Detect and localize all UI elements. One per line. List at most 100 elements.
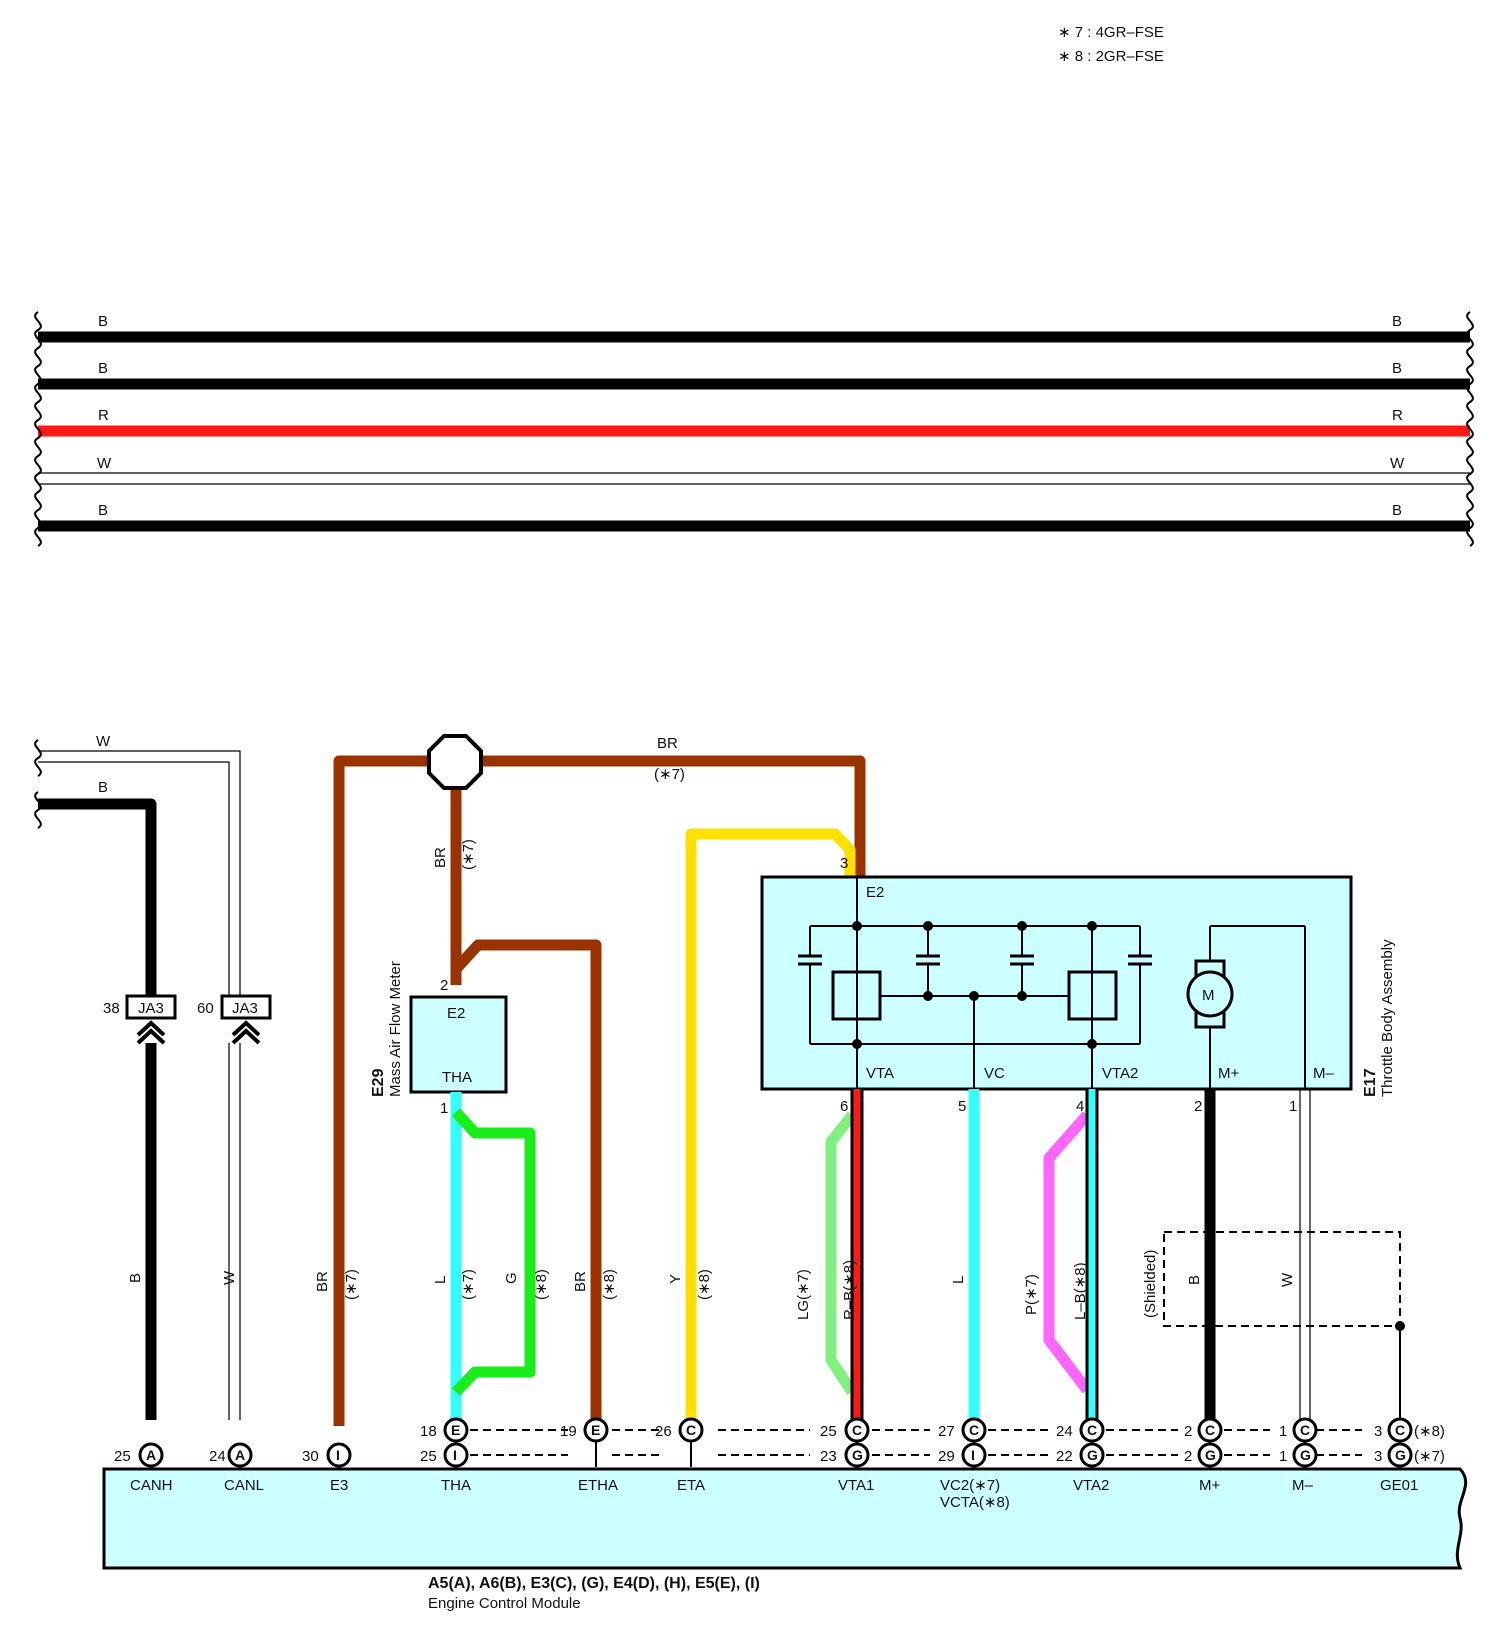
ecm-pin-mminus-bot-code: G [1300,1447,1311,1463]
canh-wire-label: B [127,1273,144,1283]
ecm-terminal-ge01: GE01 [1380,1477,1418,1494]
wire-vta2-p [1043,1111,1092,1394]
ecm-pin-vta1-bot-num: 23 [820,1448,837,1465]
ecm-pin-ge01-bot-note: (∗7) [1414,1448,1445,1465]
wire-w-top-inner [38,761,230,1010]
ja3-right-pin: 60 [197,1000,214,1017]
ja3-left-chevron [136,1020,166,1045]
ecm-pin-mplus-bot [1197,1442,1223,1468]
tb-terminal-vc: VC [984,1065,1005,1082]
ecm-name: Engine Control Module [428,1595,581,1612]
tb-name: Throttle Body Assembly [1379,939,1396,1097]
etha-wire-note: (∗8) [601,1269,618,1300]
ecm-terminal-tha: THA [441,1477,471,1494]
ecm-terminal-vcta: VCTA(∗8) [940,1494,1010,1511]
ecm-terminal-e3: E3 [330,1477,348,1494]
mminus-wire-label: W [1279,1272,1296,1287]
tb-id: E17 [1362,1068,1379,1097]
ecm-pin-vta2-bot-num: 22 [1056,1448,1073,1465]
ecm-pin-vta1-bot [844,1442,870,1468]
ecm-pin-mminus-top [1292,1417,1318,1443]
ecm-pin-etha [583,1417,609,1443]
tb-pin-2: 2 [1194,1098,1202,1115]
bus-label-left-3: R [98,407,109,424]
wire-vta-lg [825,1111,857,1396]
wire-b-top [38,798,157,1001]
ja3-right-connector [220,994,272,1020]
mass-air-flow-meter [409,995,508,1094]
ecm-connectors: A5(A), A6(B), E3(C), (G), E4(D), (H), E5… [428,1575,760,1592]
ecm-pin-vta2-bot-code: G [1087,1447,1098,1463]
ecm-pin-vc2-top [961,1417,987,1443]
ecm-pin-vta1-top [844,1417,870,1443]
bus-label-right-4: W [1390,455,1405,472]
ecm-pin-mplus-top [1197,1417,1223,1443]
tb-pin-3: 3 [840,855,848,872]
br-top-label: BR [657,735,678,752]
ecm-pin-etha-num: 19 [560,1423,577,1440]
bus-label-left-2: B [98,360,108,377]
ecm-pin-vta1-top-code: C [852,1422,862,1438]
ecm-terminal-vta1: VTA1 [838,1477,874,1494]
tb-terminal-mminus: M– [1313,1065,1334,1082]
ecm-pin-mminus-bot [1292,1442,1318,1468]
ecm-pin-eta [678,1417,704,1443]
bus-label-left-5: B [98,502,108,519]
tb-pin-1: 1 [1289,1098,1297,1115]
ecm-pin-ge01-top-num: 3 [1374,1423,1382,1440]
ecm-pin-e3 [326,1442,352,1468]
ecm-pin-vc2-top-code: C [969,1422,979,1438]
ecm-pin-ge01-bot-code: G [1395,1447,1406,1463]
maf-terminal-e2: E2 [447,1005,465,1022]
maf-terminal-tha: THA [442,1069,472,1086]
bus-break-right [1466,311,1474,547]
wire-eta-y [685,828,856,1420]
tb-terminal-mplus: M+ [1218,1065,1239,1082]
ecm-pin-canl [227,1442,253,1468]
ecm-pin-tha-top-num: 18 [420,1423,437,1440]
wire-w-break [34,739,42,777]
bus-label-left-1: B [98,313,108,330]
ecm-terminal-etha: ETHA [578,1477,618,1494]
ecm-pin-links [470,1429,1362,1456]
e3-wire-label: BR [314,1271,331,1292]
ecm-pin-tha-top [443,1417,469,1443]
ecm-pin-vc2-bot-code: I [971,1447,975,1463]
vta-rb-label: R–B(∗8) [841,1260,858,1320]
throttle-motor: M [1186,959,1234,1029]
ecm-pin-ge01-top-code: C [1395,1422,1405,1438]
ecm-pin-vta2-top-code: C [1087,1422,1097,1438]
maf-pin-2: 2 [440,977,448,994]
e3-wire-note: (∗7) [343,1269,360,1300]
br-top-note: (∗7) [654,766,685,783]
ecm-pin-canl-code: A [235,1447,245,1463]
ecm-pin-mplus-top-code: C [1205,1422,1215,1438]
ecm-pin-vta1-bot-code: G [852,1447,863,1463]
mplus-wire-label: B [1186,1275,1203,1285]
tb-pin-4: 4 [1076,1098,1084,1115]
ecm-terminal-eta: ETA [677,1477,705,1494]
ecm-terminal-canh: CANH [130,1477,173,1494]
maf-id: E29 [370,1068,387,1097]
ja3-right-label: JA3 [232,1000,258,1017]
eta-wire-label: Y [667,1274,684,1284]
shield-ground-dot [1395,1321,1405,1331]
ecm-pin-etha-code: E [591,1422,600,1438]
ecm-terminal-mplus: M+ [1199,1477,1220,1494]
ecm-terminal-mminus: M– [1292,1477,1313,1494]
note-4gr-fse: ∗ 7 : 4GR–FSE [1058,24,1164,41]
ecm-pin-ge01-top [1387,1417,1413,1443]
ecm-pin-canh-num: 25 [114,1448,131,1465]
ecm-terminal-canl: CANL [224,1477,264,1494]
wire-br-ground-loop [333,755,866,1426]
wire-b-break [34,791,42,829]
maf-name: Mass Air Flow Meter [387,961,404,1097]
ecm-pin-eta-code: C [686,1422,696,1438]
ja3-right-chevron [231,1020,261,1045]
ecm-pin-canh [138,1442,164,1468]
tb-pin-5: 5 [958,1098,966,1115]
ecm-pin-mplus-bot-num: 2 [1184,1448,1192,1465]
throttle-body-assembly [760,875,1353,1091]
tha-g-note: (∗8) [533,1269,550,1300]
